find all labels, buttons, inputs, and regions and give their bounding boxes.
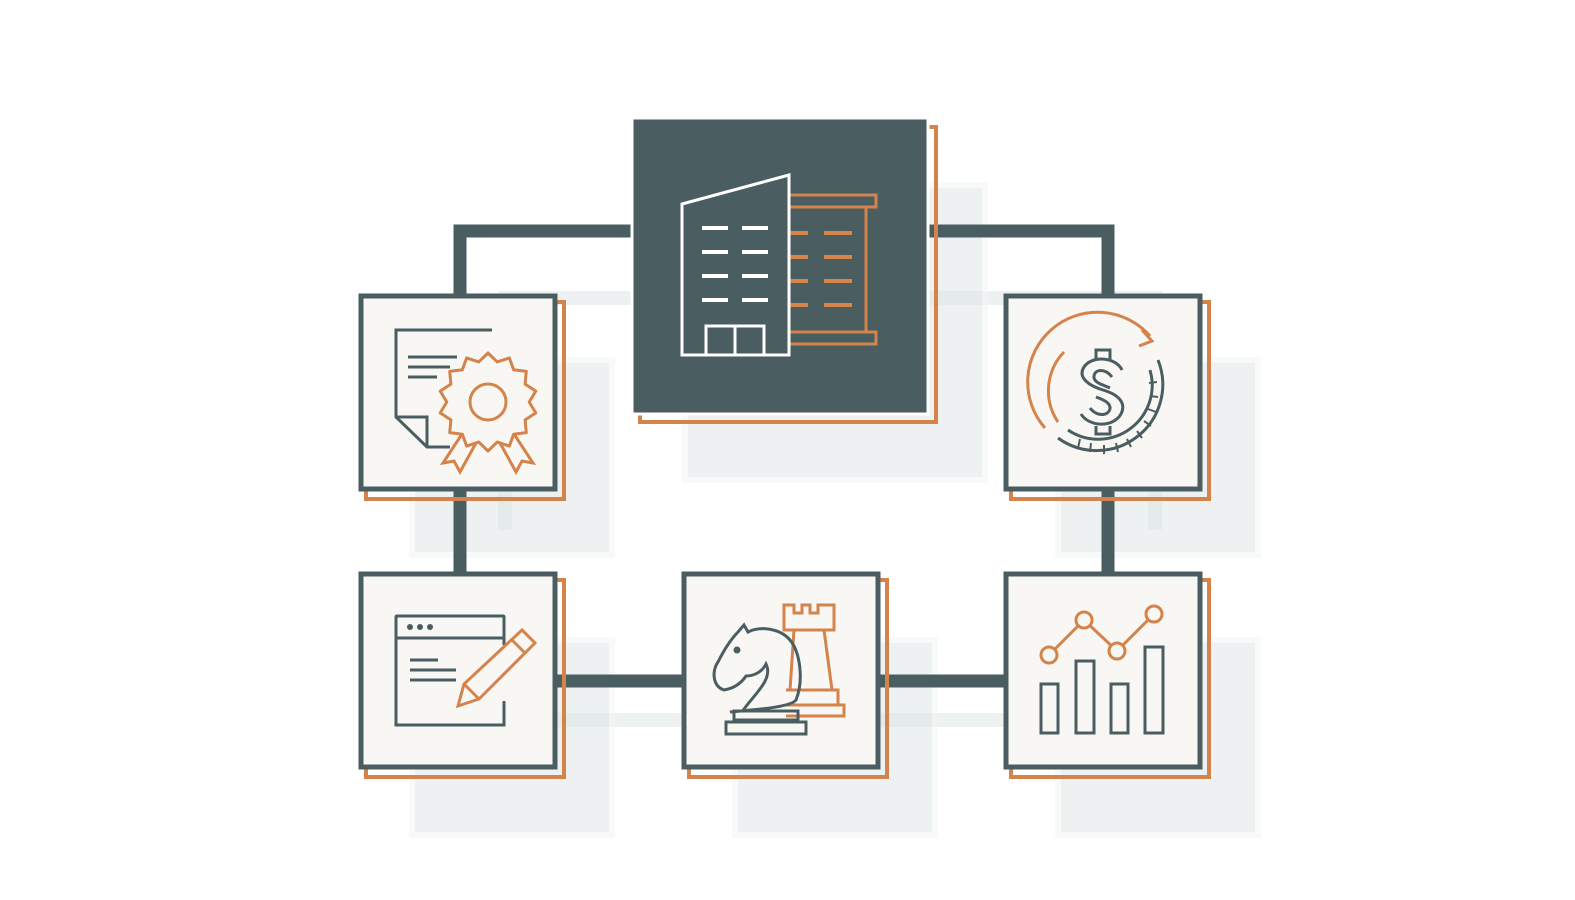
bar-chart-with-trend-line-icon xyxy=(1039,604,1165,735)
seal-rosette xyxy=(438,351,538,453)
browser-window-with-pencil-icon xyxy=(394,614,538,727)
certificate-with-award-seal-icon xyxy=(394,328,538,476)
card-editing[interactable] xyxy=(358,571,566,779)
card-strategy[interactable] xyxy=(681,571,889,779)
hub-card[interactable] xyxy=(630,116,938,424)
chess-knight-and-rook-icon xyxy=(712,603,846,736)
dollar-coin-cycle-icon xyxy=(1026,310,1165,454)
card-finance[interactable] xyxy=(1003,293,1211,501)
card-analytics[interactable] xyxy=(1003,571,1211,779)
office-building-icon xyxy=(680,173,878,357)
card-certificate[interactable] xyxy=(358,293,566,501)
